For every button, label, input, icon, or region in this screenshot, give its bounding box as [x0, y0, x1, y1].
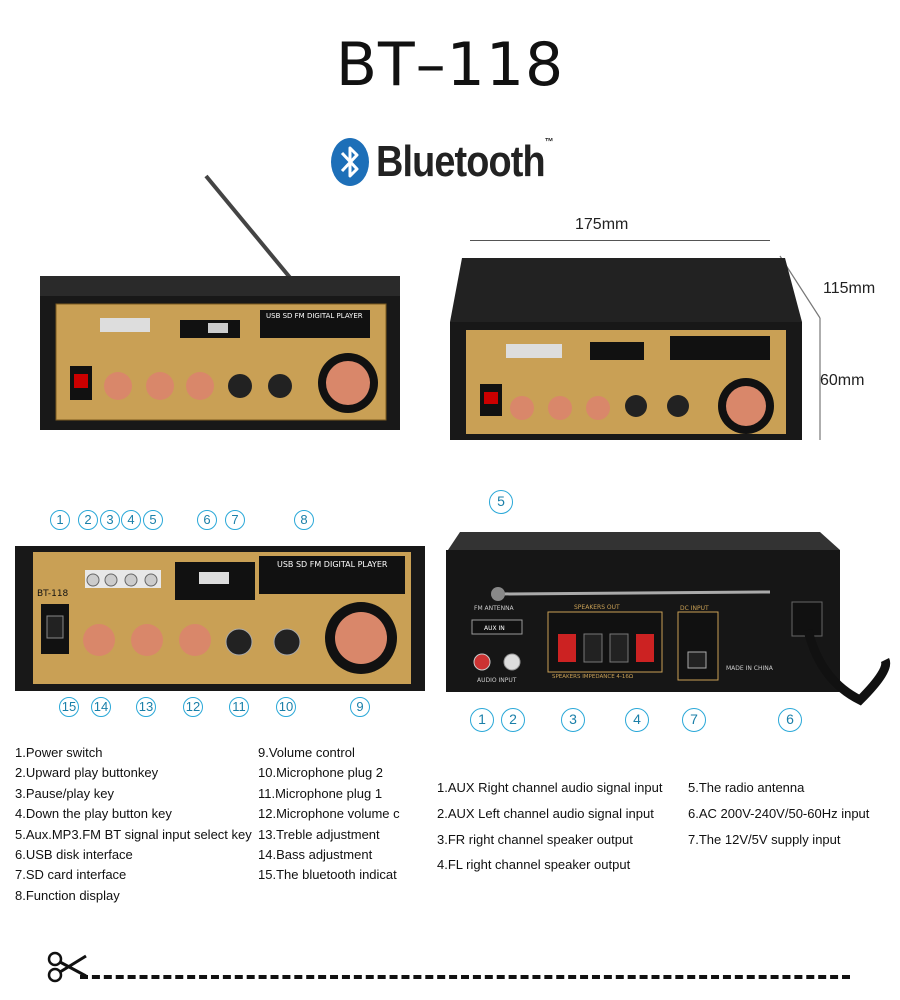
callout-5: 5	[143, 510, 163, 530]
legend-item: 7.SD card interface	[15, 867, 127, 883]
legend-front-col2: 9.Volume control 10.Microphone plug 2 11…	[258, 743, 400, 886]
antenna-label: FM ANTENNA	[474, 605, 515, 612]
callout-13: 13	[136, 697, 156, 717]
legend-rear-col2: 5.The radio antenna 6.AC 200V-240V/50-60…	[688, 775, 869, 852]
callout-8: 8	[294, 510, 314, 530]
rear-callout-3: 3	[561, 708, 585, 732]
rear-callout-6: 6	[778, 708, 802, 732]
legend-item: 6.USB disk interface	[15, 847, 133, 863]
legend-item: 10.Microphone plug 2	[258, 765, 384, 781]
audio-input-label: AUDIO INPUT	[477, 677, 517, 684]
height-dimension: 60mm	[820, 372, 865, 389]
callout-14: 14	[91, 697, 111, 717]
legend-item: 6.AC 200V-240V/50-60Hz input	[688, 805, 870, 821]
legend-item: 4.Down the play button key	[15, 806, 172, 822]
impedance-label: SPEAKERS IMPEDANCE 4-16Ω	[552, 674, 633, 680]
callout-7: 7	[225, 510, 245, 530]
callout-2: 2	[78, 510, 98, 530]
made-label: MADE IN CHINA	[726, 665, 774, 672]
cut-line	[80, 975, 850, 979]
bluetooth-wordmark: Bluetooth™	[376, 137, 553, 186]
callout-1: 1	[50, 510, 70, 530]
legend-item: 1.AUX Right channel audio signal input	[437, 780, 663, 795]
product-dimension-photo	[450, 255, 821, 440]
callout-9: 9	[350, 697, 370, 717]
aux-label: AUX IN	[484, 625, 505, 632]
rear-callout-7: 7	[682, 708, 706, 732]
rear-callout-4: 4	[625, 708, 649, 732]
width-dimension: 175mm	[575, 216, 629, 233]
product-front-photo: USB SD FM DIGITAL PLAYER	[40, 174, 400, 430]
legend-item: 15.The bluetooth indicat	[258, 867, 397, 883]
legend-item: 4.FL right channel speaker output	[437, 857, 631, 873]
legend-item: 9.Volume control	[258, 745, 355, 760]
front-panel-photo: USB SD FM DIGITAL PLAYER BT-118	[15, 546, 425, 691]
legend-item: 3.Pause/play key	[15, 785, 115, 801]
page-title: BT–118	[335, 30, 565, 100]
legend-item: 7.The 12V/5V supply input	[688, 831, 841, 847]
rear-callout-5: 5	[489, 490, 513, 514]
legend-item: 5.Aux.MP3.FM BT signal input select key	[15, 826, 252, 842]
display-label-2: USB SD FM DIGITAL PLAYER	[277, 560, 388, 569]
dc-input-label: DC INPUT	[680, 605, 709, 612]
legend-rear-col1: 1.AUX Right channel audio signal input 2…	[437, 775, 662, 878]
legend-item: 2.AUX Left channel audio signal input	[437, 805, 654, 821]
display-label: USB SD FM DIGITAL PLAYER	[266, 312, 363, 320]
bluetooth-logo: Bluetooth™	[330, 134, 581, 190]
legend-item: 11.Microphone plug 1	[258, 785, 383, 801]
callout-3: 3	[100, 510, 120, 530]
legend-item: 2.Upward play buttonkey	[15, 765, 159, 781]
callout-4: 4	[121, 510, 141, 530]
scissors-icon	[47, 951, 87, 983]
legend-item: 12.Microphone volume c	[258, 806, 400, 822]
width-line	[470, 240, 770, 241]
bluetooth-icon	[331, 138, 369, 186]
callout-6: 6	[197, 510, 217, 530]
callout-15: 15	[59, 697, 79, 717]
callout-11: 11	[229, 697, 249, 717]
rear-callout-2: 2	[501, 708, 525, 732]
callout-10: 10	[276, 697, 296, 717]
speakers-out-label: SPEAKERS OUT	[574, 604, 620, 611]
legend-item: 3.FR right channel speaker output	[437, 831, 633, 847]
legend-item: 5.The radio antenna	[688, 780, 805, 795]
rear-panel-photo: FM ANTENNA AUX IN AUDIO INPUT SPEAKERS O…	[446, 532, 891, 706]
model-label: BT-118	[37, 589, 69, 599]
legend-front-col1: 1.Power switch 2.Upward play buttonkey 3…	[15, 743, 252, 906]
rear-callout-1: 1	[470, 708, 494, 732]
callout-12: 12	[183, 697, 203, 717]
legend-item: 1.Power switch	[15, 745, 103, 760]
legend-item: 8.Function display	[15, 887, 120, 903]
depth-dimension: 115mm	[823, 280, 876, 297]
legend-item: 14.Bass adjustment	[258, 847, 373, 863]
legend-item: 13.Treble adjustment	[258, 826, 380, 842]
